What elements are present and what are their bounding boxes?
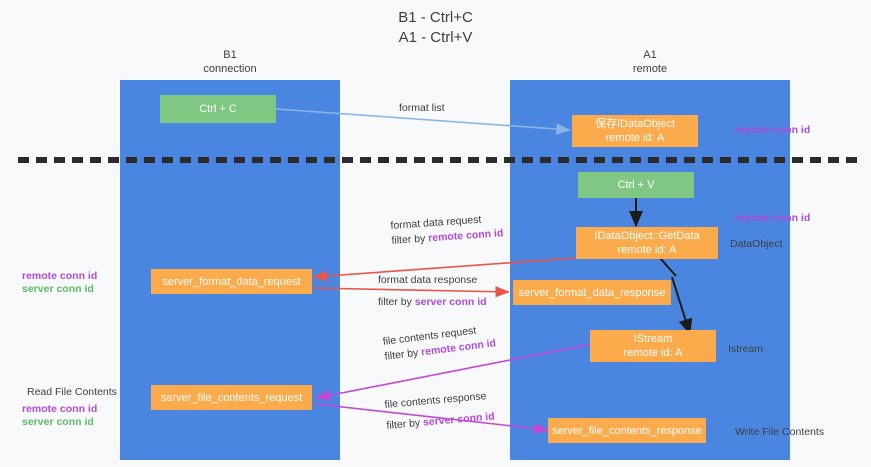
filter-by-prefix-2: filter by bbox=[378, 296, 415, 308]
annotation-left-server-conn-id: server conn id bbox=[22, 283, 94, 295]
node-ctrl-v[interactable]: Ctrl + V bbox=[578, 172, 694, 198]
node-getdata-line2: remote id: A bbox=[617, 244, 677, 256]
lane-title-a1: A1 remote bbox=[632, 49, 668, 75]
annotation-right-istream: Istream bbox=[728, 343, 764, 355]
annotation-left-server-conn-id-2: server conn id bbox=[22, 416, 94, 428]
filter-by-prefix-1: filter by bbox=[391, 232, 429, 247]
node-idataobject-line1: 保存IDataObject bbox=[594, 118, 676, 130]
node-server-format-data-request[interactable]: server_format_data_request bbox=[151, 269, 312, 294]
edge-label-format-list: format list bbox=[399, 101, 445, 116]
node-server-format-data-response[interactable]: server_format_data_response bbox=[513, 280, 671, 305]
node-getdata-line1: IDataObject::GetData bbox=[594, 230, 700, 242]
node-istream[interactable]: IStream remote id: A bbox=[590, 330, 716, 362]
annotation-left-remote-conn-id: remote conn id bbox=[22, 270, 98, 282]
node-ctrl-c-label: Ctrl + C bbox=[199, 103, 237, 115]
node-ctrl-v-label: Ctrl + V bbox=[617, 179, 655, 191]
node-server-format-data-request-label: server_format_data_request bbox=[162, 275, 301, 288]
node-ctrl-c[interactable]: Ctrl + C bbox=[160, 95, 276, 123]
edge-label-file-contents-response-line2: filter by server conn id bbox=[386, 409, 495, 433]
edge-label-file-contents-request: file contents request filter by remote c… bbox=[382, 321, 497, 364]
filter-by-prefix-4: filter by bbox=[385, 416, 424, 432]
phase-divider bbox=[18, 157, 863, 163]
annotation-right-dataobject: DataObject bbox=[730, 238, 783, 250]
annotation-right-remote-conn-id-mid: remote conn id bbox=[735, 212, 811, 224]
node-server-file-contents-response-label: server_file_contents_response bbox=[552, 424, 702, 437]
filter-by-prefix-3: filter by bbox=[383, 346, 422, 363]
edge-label-format-data-response: format data response filter by server co… bbox=[378, 273, 487, 310]
annotation-right-write-file-contents: Write File Contents bbox=[735, 426, 825, 438]
annotation-left-read-file-contents: Read File Contents bbox=[27, 386, 117, 398]
edge-label-file-contents-response-line1: file contents response bbox=[384, 390, 487, 411]
node-server-file-contents-request-label: server_file_contents_request bbox=[160, 391, 303, 404]
node-idataobject[interactable]: 保存IDataObject remote id: A bbox=[572, 115, 698, 147]
edge-label-file-contents-response: file contents response filter by server … bbox=[384, 389, 495, 434]
edge-label-format-data-request: format data request filter by remote con… bbox=[390, 211, 504, 249]
node-idataobject-line2: remote id: A bbox=[605, 132, 665, 144]
node-server-file-contents-request[interactable]: server_file_contents_request bbox=[151, 385, 312, 410]
edge-label-format-data-response-line1: format data response bbox=[378, 274, 478, 286]
server-conn-id-highlight-1: server conn id bbox=[414, 296, 487, 308]
node-server-format-data-response-label: server_format_data_response bbox=[518, 286, 666, 299]
annotation-left-remote-conn-id-2: remote conn id bbox=[22, 403, 98, 415]
node-istream-line2: remote id: A bbox=[623, 347, 683, 359]
annotation-right-remote-conn-id-top: remote conn id bbox=[735, 124, 811, 136]
server-conn-id-highlight-2: server conn id bbox=[422, 410, 496, 429]
node-server-file-contents-response[interactable]: server_file_contents_response bbox=[548, 418, 706, 443]
node-istream-line1: IStream bbox=[633, 333, 673, 345]
node-getdata[interactable]: IDataObject::GetData remote id: A bbox=[576, 227, 718, 259]
edge-label-format-list-line1: format list bbox=[399, 102, 445, 114]
remote-conn-id-highlight-1: remote conn id bbox=[427, 227, 504, 245]
diagram-title: B1 - Ctrl+C A1 - Ctrl+V bbox=[398, 9, 473, 46]
edge-label-format-data-response-line2: filter by server conn id bbox=[378, 295, 487, 310]
lane-title-b1: B1 connection bbox=[203, 49, 257, 75]
